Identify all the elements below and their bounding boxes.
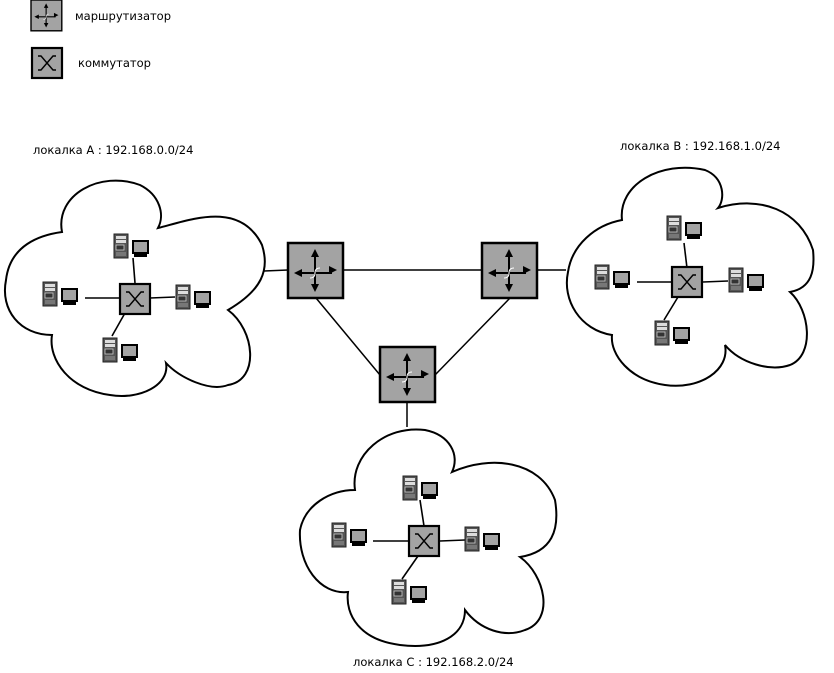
link-r2-r3 (434, 297, 511, 376)
router-r1-icon[interactable] (286, 241, 345, 300)
legend-router-label: маршрутизатор (75, 9, 171, 23)
legend-switch-icon (30, 46, 64, 80)
legend-router-icon (30, 0, 63, 32)
router-r2-icon[interactable] (480, 241, 539, 300)
router-r3-icon[interactable] (378, 345, 437, 404)
legend: маршрутизатор коммутатор (30, 0, 171, 80)
network-c: локалка C : 192.168.2.0/24 (298, 428, 558, 669)
link-r1-r3 (315, 297, 381, 376)
network-a: локалка A : 192.168.0.0/24 (3, 143, 266, 397)
network-b: локалка B : 192.168.1.0/24 (565, 139, 815, 387)
link-r1-lan-a (263, 269, 289, 272)
legend-switch-label: коммутатор (78, 56, 151, 70)
network-a-label: локалка A : 192.168.0.0/24 (33, 143, 193, 157)
switch-a-icon[interactable] (118, 282, 152, 316)
switch-b-icon[interactable] (670, 265, 704, 299)
network-c-label: локалка C : 192.168.2.0/24 (353, 655, 514, 669)
backbone-links (263, 269, 566, 427)
switch-c-icon[interactable] (407, 524, 441, 558)
network-b-label: локалка B : 192.168.1.0/24 (620, 139, 780, 153)
